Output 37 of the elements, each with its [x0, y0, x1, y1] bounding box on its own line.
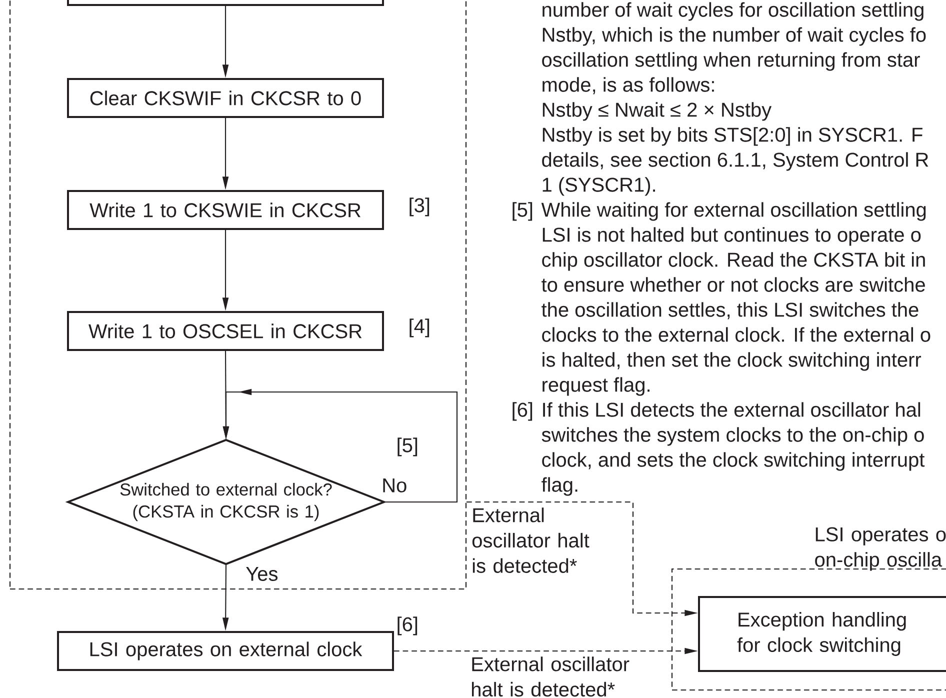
note-text: clocks to the external clock. If the external o	[542, 327, 930, 342]
dashed-region	[9, 0, 467, 590]
note-text: 1 (SYSCR1).	[542, 177, 655, 196]
note-text: clock, and sets the clock switching interrupt	[542, 452, 925, 471]
note-text: details, see section 6.1.1, System Control R	[542, 152, 928, 171]
note-text: LSI is not halted but continues to operate o	[542, 227, 921, 246]
note-text: is halted, then set the clock switching interr	[542, 352, 922, 371]
note-text: the oscillation settles, this LSI switches the	[542, 302, 918, 320]
note-text: Nstby, which is the number of wait cycles fo	[542, 27, 926, 46]
note-text: Nstby ≤ Nwait ≤ 2 × Nstby	[542, 102, 772, 121]
note-text: flag.	[542, 477, 578, 496]
node-label: LSI operates o on-chip oscilla	[815, 527, 946, 571]
note-number: [5]	[512, 202, 532, 221]
edge-label: External oscillator halt is detected*	[470, 506, 608, 574]
edge-label: External oscillator halt is detected*	[469, 655, 644, 698]
process-box: Write 1 to CKSWIE in CKCSR	[67, 190, 384, 230]
process-box: Clear CKSWIF in CKCSR to 0	[67, 78, 384, 118]
process-box: Write 1 to OSCSEL in CKCSR	[67, 311, 384, 351]
note-text: chip oscillator clock. Read the CKSTA bit in	[542, 252, 925, 271]
note-text: request flag.	[542, 377, 650, 396]
note-text: While waiting for external oscillation settling	[541, 202, 926, 221]
note-text: mode, is as follows:	[542, 77, 714, 94]
note-text: number of wait cycles for oscillation settling	[542, 2, 924, 21]
note-text: oscillation settling when returning from star	[542, 52, 920, 71]
step-number: [4]	[410, 318, 430, 338]
note-text: If this LSI detects the external oscillator hal	[543, 402, 920, 417]
note-text: Nstby is set by bits STS[2:0] in SYSCR1. F	[542, 127, 922, 146]
process-box: Exception handling for clock switching	[698, 596, 946, 672]
step-number: [5]	[398, 438, 418, 456]
note-text: to ensure whether or not clocks are switche	[542, 277, 925, 292]
step-number: [3]	[410, 198, 430, 216]
step-number: [6]	[398, 616, 418, 636]
process-box	[67, 0, 384, 6]
edge-label: Yes	[244, 566, 280, 582]
note-text: switches the system clocks to the on-chip o	[542, 427, 924, 446]
process-box: LSI operates on external clock	[57, 631, 394, 671]
note-number: [6]	[512, 402, 532, 421]
